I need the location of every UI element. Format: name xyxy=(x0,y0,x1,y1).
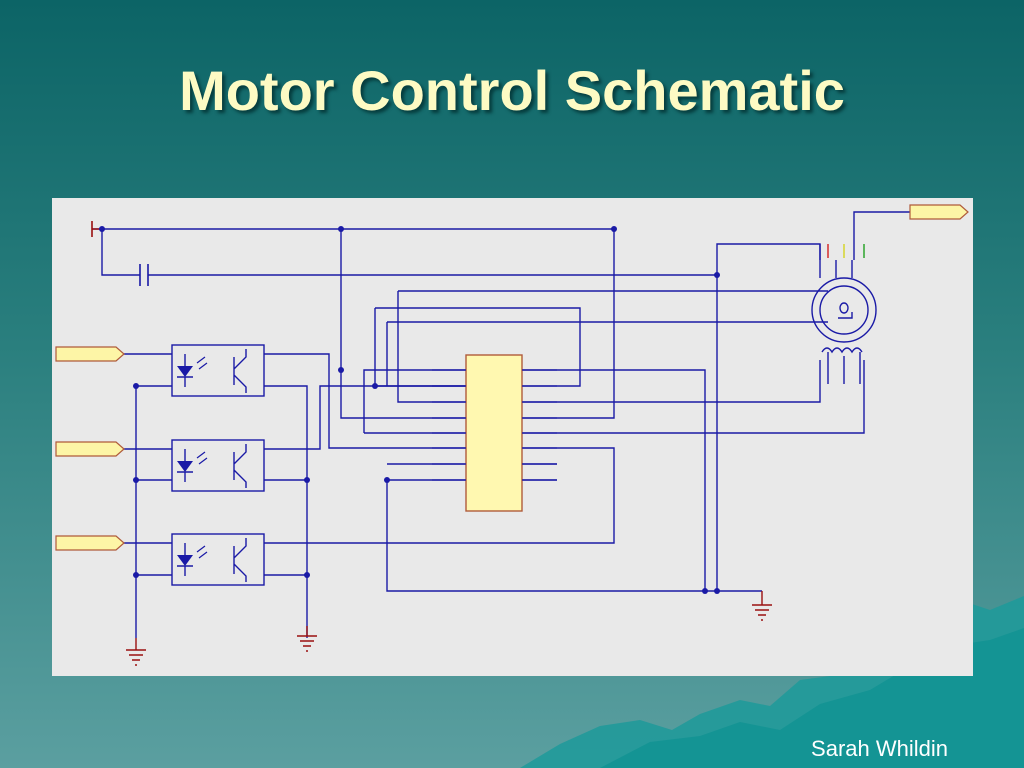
motor-icon xyxy=(804,244,877,384)
opto-out-1 xyxy=(264,353,466,449)
author-name: Sarah Whildin xyxy=(811,736,948,761)
optocoupler-icon xyxy=(171,344,265,397)
motor-supply-wire xyxy=(716,243,821,275)
capacitor-icon xyxy=(139,264,149,286)
rail-right-wire xyxy=(522,229,615,419)
motor-feed-wire xyxy=(853,211,910,260)
capacitor-branch-wire xyxy=(101,229,717,276)
ground-icon xyxy=(126,638,146,666)
ground-icon xyxy=(297,626,317,652)
connector-tag-icon xyxy=(55,441,125,457)
schematic-panel xyxy=(52,198,973,676)
ic-left-bottom xyxy=(387,463,466,481)
schematic-diagram xyxy=(55,204,969,666)
integrated-circuit-icon xyxy=(432,354,557,512)
rail-to-ic-wire xyxy=(340,229,466,419)
connector-tag-icon xyxy=(909,204,969,220)
connector-tag-icon xyxy=(55,346,125,362)
ic-right-bottom xyxy=(522,463,557,481)
optocoupler-icon xyxy=(171,439,265,492)
optocoupler-icon xyxy=(171,533,265,586)
opto-out-2 xyxy=(264,385,466,450)
connector-tag-icon xyxy=(55,535,125,551)
opto-out-3 xyxy=(264,447,615,544)
opto-common-right xyxy=(264,385,308,638)
ic-ground-return xyxy=(386,480,762,592)
ic-out-to-motor xyxy=(522,360,821,403)
ground-icon xyxy=(752,591,772,621)
slide-title: Motor Control Schematic xyxy=(179,59,845,122)
ic-right-feed xyxy=(522,369,706,591)
motor-loop-4 xyxy=(374,308,466,387)
